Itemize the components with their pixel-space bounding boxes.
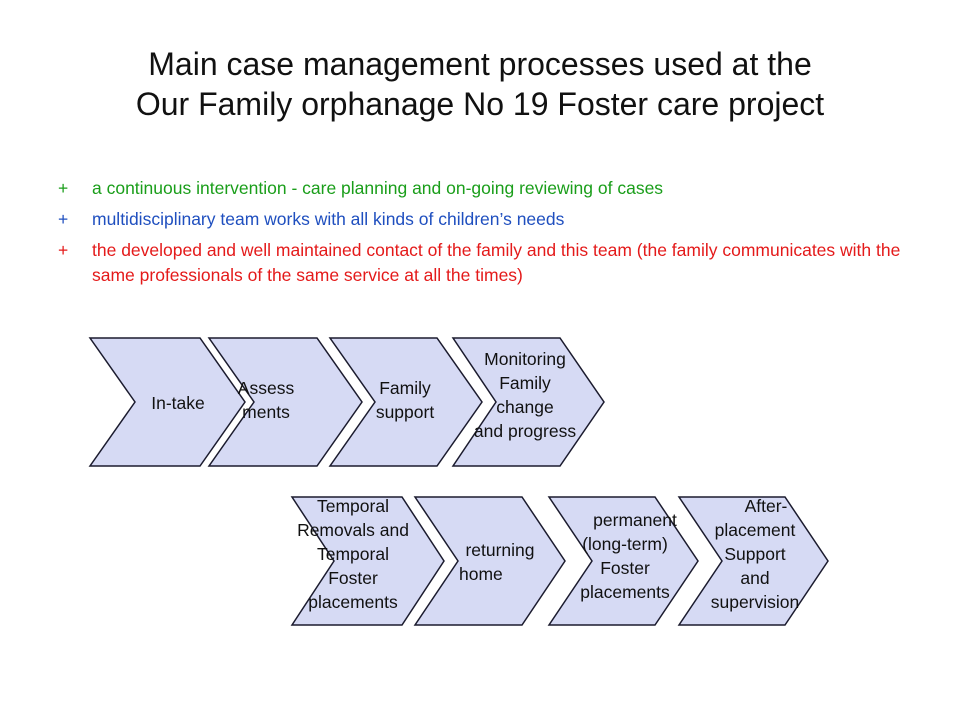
- bullet-multidisciplinary-team: + multidisciplinary team works with all …: [58, 207, 908, 232]
- bullet-text: the developed and well maintained contac…: [92, 240, 901, 285]
- label-monitoring: Monitoring Family change and progress: [455, 347, 595, 443]
- label-line: and: [740, 568, 770, 588]
- label-in-take: In-take: [128, 391, 228, 415]
- chevron-temporal-removals: [290, 496, 445, 626]
- bullet-text: a continuous intervention - care plannin…: [92, 178, 664, 198]
- label-line: Family: [379, 378, 431, 398]
- label-line: and progress: [473, 421, 577, 441]
- chevron-monitoring: [451, 337, 605, 467]
- label-line: Foster: [328, 568, 378, 588]
- label-line: In-take: [151, 393, 205, 413]
- label-line: Monitoring: [484, 349, 566, 369]
- bullet-plus-mark: +: [58, 209, 69, 229]
- label-line: (long-term): [582, 534, 668, 554]
- label-line: placement: [714, 520, 796, 540]
- label-line: permanent: [593, 510, 677, 530]
- label-line: Assess: [237, 378, 295, 398]
- label-line: ments: [242, 402, 290, 422]
- bullet-plus-mark: +: [58, 240, 69, 260]
- label-line: support: [375, 402, 435, 422]
- bullet-family-contact: + the developed and well maintained cont…: [58, 238, 908, 288]
- label-line: placements: [580, 582, 670, 602]
- label-line: Support: [724, 544, 786, 564]
- title-line-2: Our Family orphanage No 19 Foster care p…: [135, 86, 825, 122]
- bullet-plus-mark: +: [58, 178, 69, 198]
- label-returning-home: returning home: [445, 538, 555, 586]
- label-line: Temporal: [317, 496, 389, 516]
- chevron-returning-home: [413, 496, 566, 626]
- label-line: home: [459, 564, 503, 584]
- label-line: Removals and: [297, 520, 409, 540]
- label-assessments: Assess ments: [226, 376, 306, 424]
- label-line: change: [496, 397, 554, 417]
- slide-title: Main case management processes used at t…: [0, 44, 960, 124]
- title-line-1: Main case management processes used at t…: [148, 46, 812, 82]
- chevron-family-support: [328, 337, 483, 467]
- label-line: Temporal: [317, 544, 389, 564]
- chevron-in-take: [88, 337, 246, 467]
- label-family-support: Family support: [355, 376, 455, 424]
- label-line: Foster: [600, 558, 650, 578]
- label-after-placement: After- placement Support and supervision: [692, 494, 818, 614]
- label-line: After-: [744, 496, 788, 516]
- bullet-text: multidisciplinary team works with all ki…: [92, 209, 565, 229]
- label-line: supervision: [710, 592, 800, 612]
- label-temporal-removals: Temporal Removals and Temporal Foster pl…: [286, 494, 420, 614]
- label-line: Family: [499, 373, 551, 393]
- bullet-continuous-intervention: + a continuous intervention - care plann…: [58, 176, 908, 201]
- label-line: placements: [308, 592, 398, 612]
- chevron-assessments: [207, 337, 363, 467]
- chevron-permanent-placements: [547, 496, 699, 626]
- label-line: returning: [465, 540, 535, 560]
- chevron-after-placement: [677, 496, 829, 626]
- label-permanent-placements: permanent (long-term) Foster placements: [563, 508, 687, 604]
- bullet-list: + a continuous intervention - care plann…: [58, 176, 908, 294]
